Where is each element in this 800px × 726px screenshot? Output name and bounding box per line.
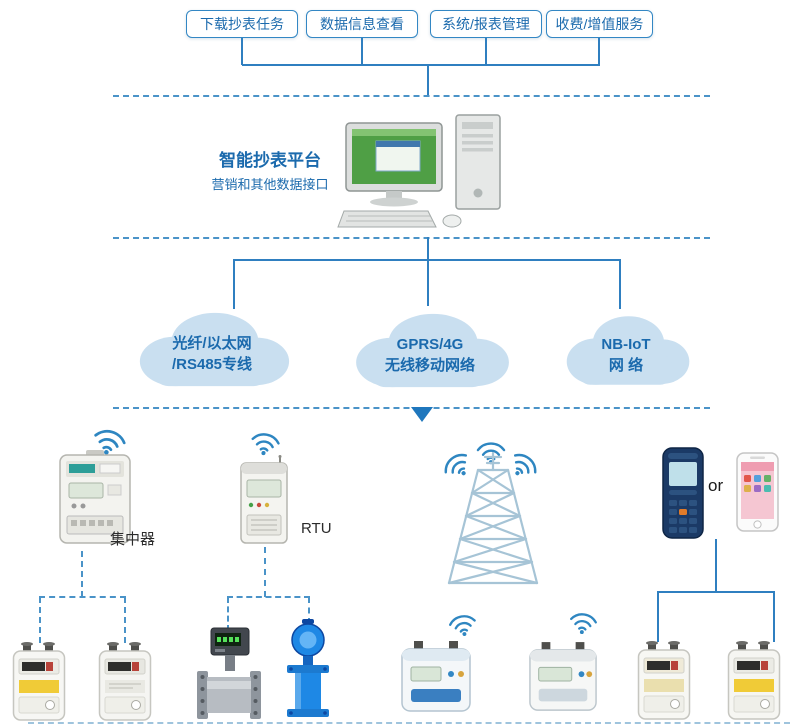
node-data-info-view: 数据信息查看: [306, 10, 418, 38]
connector-line: [715, 539, 717, 592]
smart-gas-meter: [528, 641, 598, 719]
platform-label: 智能抄表平台 营销和其他数据接口: [188, 146, 352, 193]
dashed-separator: [28, 722, 790, 724]
connector-line: [233, 259, 235, 309]
smartphone-device: [736, 452, 779, 532]
dashed-connector: [308, 597, 310, 624]
wifi-icon: [245, 425, 284, 463]
electromagnetic-flowmeter: [280, 619, 336, 723]
turbine-flowmeter: [196, 627, 262, 723]
connector-line: [427, 259, 429, 306]
dashed-connector: [227, 597, 229, 631]
cloud-label-line1: GPRS/4G: [396, 336, 464, 353]
down-arrow-icon: [411, 407, 433, 422]
cloud-nb-iot: NB-IoT 网 络: [557, 306, 695, 394]
dashed-separator: [113, 237, 710, 239]
dashed-connector: [39, 597, 41, 643]
wifi-icon: [499, 443, 546, 490]
platform-subtitle: 营销和其他数据接口: [211, 177, 329, 192]
cloud-label-line1: NB-IoT: [601, 336, 651, 353]
cloud-label-line1: 光纤/以太网: [172, 335, 252, 352]
connector-line: [427, 237, 429, 260]
cloud-fiber-ethernet: 光纤/以太网 /RS485专线: [128, 302, 296, 396]
connector-line: [773, 592, 775, 642]
node-download-meter-tasks: 下载抄表任务: [186, 10, 298, 38]
wifi-icon: [444, 607, 481, 644]
cloud-label-line2: 网 络: [608, 357, 644, 374]
dashed-connector: [227, 596, 310, 598]
rtu-device: [238, 455, 290, 546]
connector-line: [657, 592, 659, 642]
connector-line: [427, 64, 429, 95]
connector-line: [485, 38, 487, 65]
dashed-connector: [264, 547, 266, 597]
concentrator-label: 集中器: [110, 531, 156, 548]
node-billing-services: 收费/增值服务: [546, 10, 653, 38]
dashed-connector: [39, 596, 126, 598]
gas-meter: [637, 641, 691, 721]
smart-gas-meter: [400, 641, 472, 719]
connector-line: [361, 38, 363, 65]
rtu-label: RTU: [301, 520, 332, 537]
gas-meter: [12, 642, 66, 722]
node-system-report-mgmt: 系统/报表管理: [430, 10, 542, 38]
radio-tower-icon: [437, 452, 549, 585]
wifi-icon: [434, 443, 481, 490]
connector-line: [598, 38, 600, 65]
dashed-connector: [124, 597, 126, 643]
connector-bus: [657, 591, 775, 593]
dashed-separator: [113, 95, 710, 97]
cloud-label: NB-IoT 网 络: [557, 306, 695, 394]
or-label: or: [708, 476, 724, 495]
cloud-gprs-4g: GPRS/4G 无线移动网络: [344, 303, 516, 397]
cloud-label: 光纤/以太网 /RS485专线: [128, 302, 296, 396]
handheld-terminal-device: [661, 446, 705, 540]
cloud-label-line2: /RS485专线: [171, 356, 253, 373]
concentrator-device: [56, 450, 134, 547]
connector-line: [619, 259, 621, 309]
cloud-label-line2: 无线移动网络: [384, 357, 475, 374]
connector-bus: [242, 64, 600, 66]
gas-meter: [727, 641, 781, 721]
gas-meter: [98, 642, 152, 722]
platform-title: 智能抄表平台: [219, 151, 321, 170]
wifi-icon: [565, 606, 601, 642]
cloud-label: GPRS/4G 无线移动网络: [344, 303, 516, 397]
desktop-computer-icon: [336, 113, 504, 233]
wifi-icon: [86, 420, 132, 466]
connector-line: [241, 38, 243, 65]
dashed-connector: [81, 551, 83, 597]
